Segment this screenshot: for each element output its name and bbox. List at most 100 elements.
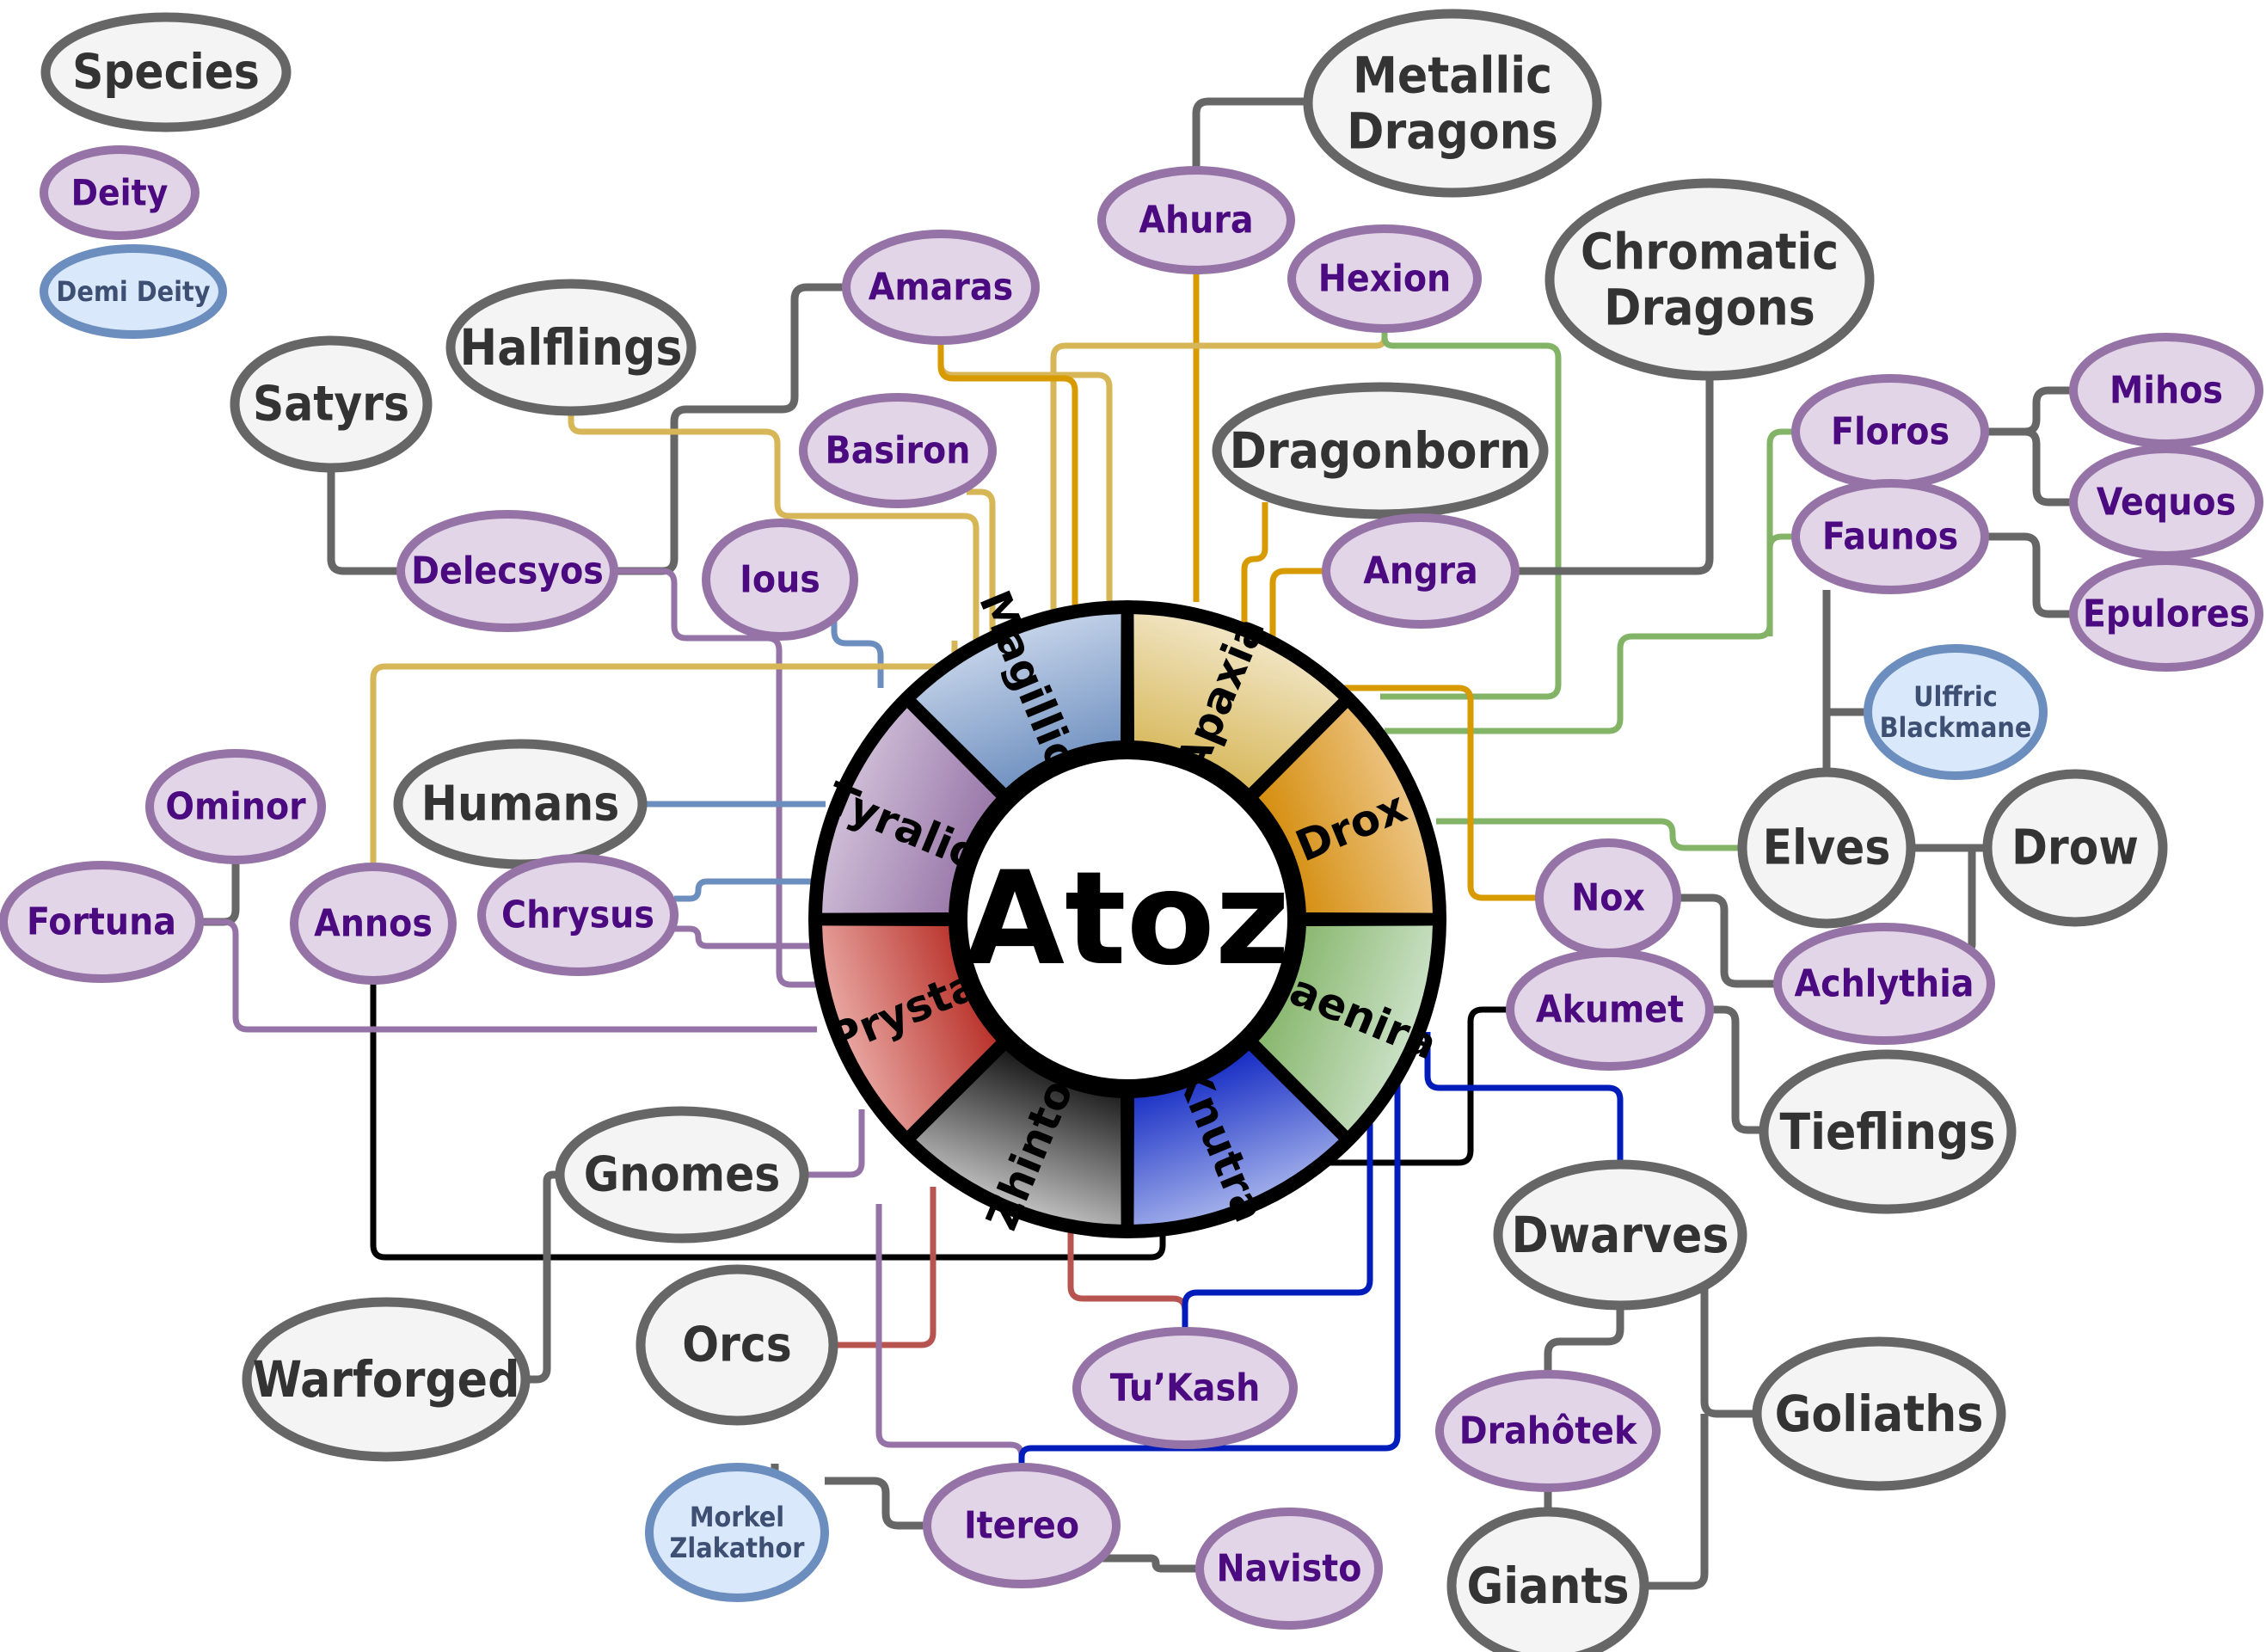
node-halflings[interactable]: Halflings [445,279,697,416]
connector-amaras-to-delecsyos-gray [614,283,846,575]
node-humans[interactable]: Humans [393,739,648,869]
itereo-label: Itereo [964,1504,1079,1548]
node-nox[interactable]: Nox [1535,838,1681,957]
wheel-segment-prysta[interactable] [822,925,997,1131]
wheel-segment-zhintos[interactable] [916,1050,1121,1225]
node-fortuna[interactable]: Fortuna [0,861,204,983]
node-basiron[interactable]: Basiron [799,393,997,508]
wheel-hub[interactable] [954,746,1301,1093]
node-orcs[interactable]: Orcs [636,1264,838,1426]
legend-deity-label: Deity [71,172,169,214]
node-ious[interactable]: Ious [702,519,858,641]
wheel-segment-faenira[interactable] [1258,925,1433,1131]
wheel-segment-knutra[interactable] [1133,1050,1339,1225]
node-gnomes[interactable]: Gnomes [555,1106,809,1244]
node-faunos[interactable]: Faunos [1791,479,1989,594]
connector-hexion-to-wheel-faenira [1380,329,1562,700]
node-angra[interactable]: Angra [1322,513,1520,629]
node-delecsyos[interactable]: Delecsyos [396,510,618,632]
species-ellipse [1737,767,1916,929]
node-satyrs[interactable]: Satyrs [230,335,433,473]
deity-ellipse [0,861,204,983]
node-akumet[interactable]: Akumet [1506,949,1714,1071]
deity-wheel: ApaxiaDroxFaeniraKnutraZhintosPrystaTyra… [808,584,1446,1238]
deity-ellipse [1506,949,1714,1071]
node-drahotek[interactable]: Drahôtek [1435,1370,1661,1492]
node-epulores[interactable]: Epulores [2069,556,2263,672]
ahura-label: Ahura [1139,199,1253,243]
node-ominor[interactable]: Ominor [145,749,326,864]
species-ellipse [1752,1336,2006,1491]
deity-ellipse [1773,923,1995,1045]
species-ellipse [1982,769,2168,927]
node-navisto[interactable]: Navisto [1195,1508,1383,1630]
node-floros[interactable]: Floros [1791,374,1989,489]
morkel-zlakathor-label-line-2: Zlakathor [670,1532,806,1564]
node-giants[interactable]: Giants [1446,1507,1649,1652]
orcs-label: Orcs [682,1317,792,1373]
node-itereo[interactable]: Itereo [923,1463,1121,1588]
node-achlythia[interactable]: Achlythia [1773,923,1995,1045]
connector-achlythia-to-drow-gray [1962,848,1976,954]
species-ellipse [230,335,433,473]
connector-tukash-to-wheel-prysta [1067,1230,1188,1331]
node-chrysus[interactable]: Chrysus [477,854,679,976]
node-goliaths[interactable]: Goliaths [1752,1336,2006,1491]
connector-ominor-to-fortuna-gray [200,860,240,926]
floros-label: Floros [1831,410,1950,454]
node-legend-deity[interactable]: Deity [40,145,200,240]
connector-akumet-to-tieflings-gray [1710,1005,1764,1134]
connector-elves-to-wheel-faenira [1436,818,1742,851]
node-legend-demi[interactable]: Demi Deity [40,244,227,339]
connector-basiron-to-wheel-apaxia [967,488,996,641]
chromatic-dragons-label-line-2: Dragons [1604,278,1815,336]
node-hexion[interactable]: Hexion [1287,224,1482,333]
wheel-segment-magillion[interactable] [916,614,1121,789]
gnomes-label: Gnomes [584,1147,781,1203]
node-warforged[interactable]: Warforged [242,1297,531,1462]
node-ahura[interactable]: Ahura [1097,166,1295,274]
amaras-label: Amaras [869,266,1013,310]
wheel-segment-drox[interactable] [1258,708,1433,913]
node-dragonborn[interactable]: Dragonborn [1212,382,1549,519]
node-drow[interactable]: Drow [1982,769,2168,927]
node-vequos[interactable]: Vequos [2069,445,2263,560]
wheel-segment-tyralio[interactable] [822,708,997,913]
node-amaras[interactable]: Amaras [842,230,1040,345]
species-ellipse [555,1106,809,1244]
satyrs-label: Satyrs [253,377,409,433]
angra-label: Angra [1363,550,1477,593]
chromatic-dragons-label-line-1: Chromatic [1581,223,1839,281]
wheel-segment-apaxia[interactable] [1133,614,1339,789]
node-mihos[interactable]: Mihos [2069,333,2263,448]
deity-ellipse [923,1463,1121,1588]
connector-chrysus-to-wheel-tyralio [674,925,817,949]
connector-floros-to-vequos-gray [1985,427,2073,507]
connector-dwarves-to-goliaths-gray [1700,1285,1757,1418]
deity-ellipse [842,230,1040,345]
node-tukash[interactable]: Tu’Kash [1072,1327,1298,1449]
morkel-zlakathor-label-line-1: Morkel [690,1501,784,1533]
connector-dragonborn-to-wheel-drox [1241,502,1268,633]
elves-label: Elves [1763,820,1891,876]
species-ellipse [1212,382,1549,519]
node-annos[interactable]: Annos [290,863,457,985]
node-dwarves[interactable]: Dwarves [1493,1159,1747,1311]
deity-ellipse [1195,1508,1383,1630]
node-tieflings[interactable]: Tieflings [1759,1049,2017,1214]
metallic-dragons-label-line-2: Dragons [1347,101,1558,160]
connector-tukash-to-wheel-knutra [1182,1092,1373,1331]
annos-label: Annos [314,902,433,946]
connector-annos-to-wheel-zhintos [370,980,1166,1261]
species-ellipse [636,1264,838,1426]
species-ellipse [40,12,292,132]
deity-ellipse [477,854,679,976]
deity-ellipse [702,519,858,641]
connector-gnomes-to-wheel-tyralio [804,1109,865,1178]
node-elves[interactable]: Elves [1737,767,1916,929]
node-legend-species[interactable]: Species [40,12,292,132]
